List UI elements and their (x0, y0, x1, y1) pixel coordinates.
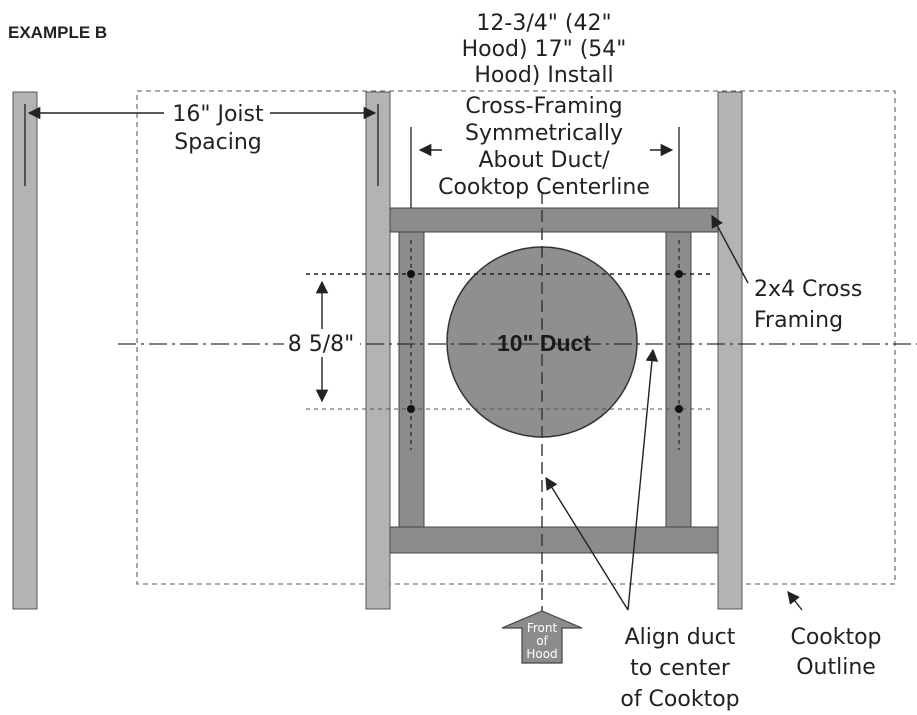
svg-text:Spacing: Spacing (174, 130, 262, 155)
svg-text:Hood) Install: Hood) Install (474, 63, 613, 88)
bottom-cross-framing (389, 526, 719, 554)
svg-text:About Duct/: About Duct/ (478, 148, 610, 173)
vertical-dim-label-bg (284, 329, 360, 357)
svg-text:Align duct: Align duct (625, 625, 736, 650)
svg-text:of: of (536, 634, 548, 648)
fastener-point (675, 405, 683, 413)
svg-text:12-3/4" (42": 12-3/4" (42" (476, 11, 611, 36)
front-of-hood-arrow (501, 610, 583, 664)
svg-text:Cooktop Centerline: Cooktop Centerline (438, 175, 650, 200)
duct-label: 10" Duct (497, 330, 591, 356)
align-duct-leader-2 (627, 348, 659, 611)
fastener-point (407, 405, 415, 413)
cross-framing-label: 2x4 Cross Framing (754, 277, 862, 333)
svg-text:Framing: Framing (754, 308, 843, 333)
svg-text:2x4 Cross: 2x4 Cross (754, 277, 862, 302)
joist-spacing-label: 16" Joist Spacing (172, 102, 264, 155)
svg-text:Front: Front (527, 621, 558, 635)
svg-text:Hood) 17" (54": Hood) 17" (54" (462, 37, 627, 62)
svg-text:of Cooktop: of Cooktop (620, 687, 739, 712)
cooktop-outline-leader (787, 591, 803, 611)
svg-text:Symmetrically: Symmetrically (465, 121, 623, 146)
fastener-point (407, 270, 415, 278)
cooktop-outline (136, 90, 896, 585)
cooktop-outline-label: Cooktop Outline (790, 625, 881, 680)
front-of-hood-label: Front of Hood (526, 621, 557, 661)
right-joist (717, 91, 743, 610)
svg-text:Outline: Outline (796, 655, 876, 680)
svg-text:Cross-Framing: Cross-Framing (465, 94, 622, 119)
fastener-point (675, 270, 683, 278)
hood-spacing-note: 12-3/4" (42" Hood) 17" (54" Hood) Instal… (438, 11, 650, 200)
align-duct-label: Align duct to center of Cooktop (620, 625, 739, 712)
svg-text:Hood: Hood (526, 647, 557, 661)
svg-text:to center: to center (630, 656, 731, 681)
align-duct-leader-1 (545, 476, 629, 611)
top-cross-framing (389, 207, 719, 233)
vertical-dim-label: 8 5/8" (288, 332, 355, 357)
svg-text:Cooktop: Cooktop (790, 625, 881, 650)
svg-text:16" Joist: 16" Joist (172, 102, 264, 127)
diagram-title: EXAMPLE B (8, 23, 107, 42)
cross-framing-leader (711, 214, 749, 284)
